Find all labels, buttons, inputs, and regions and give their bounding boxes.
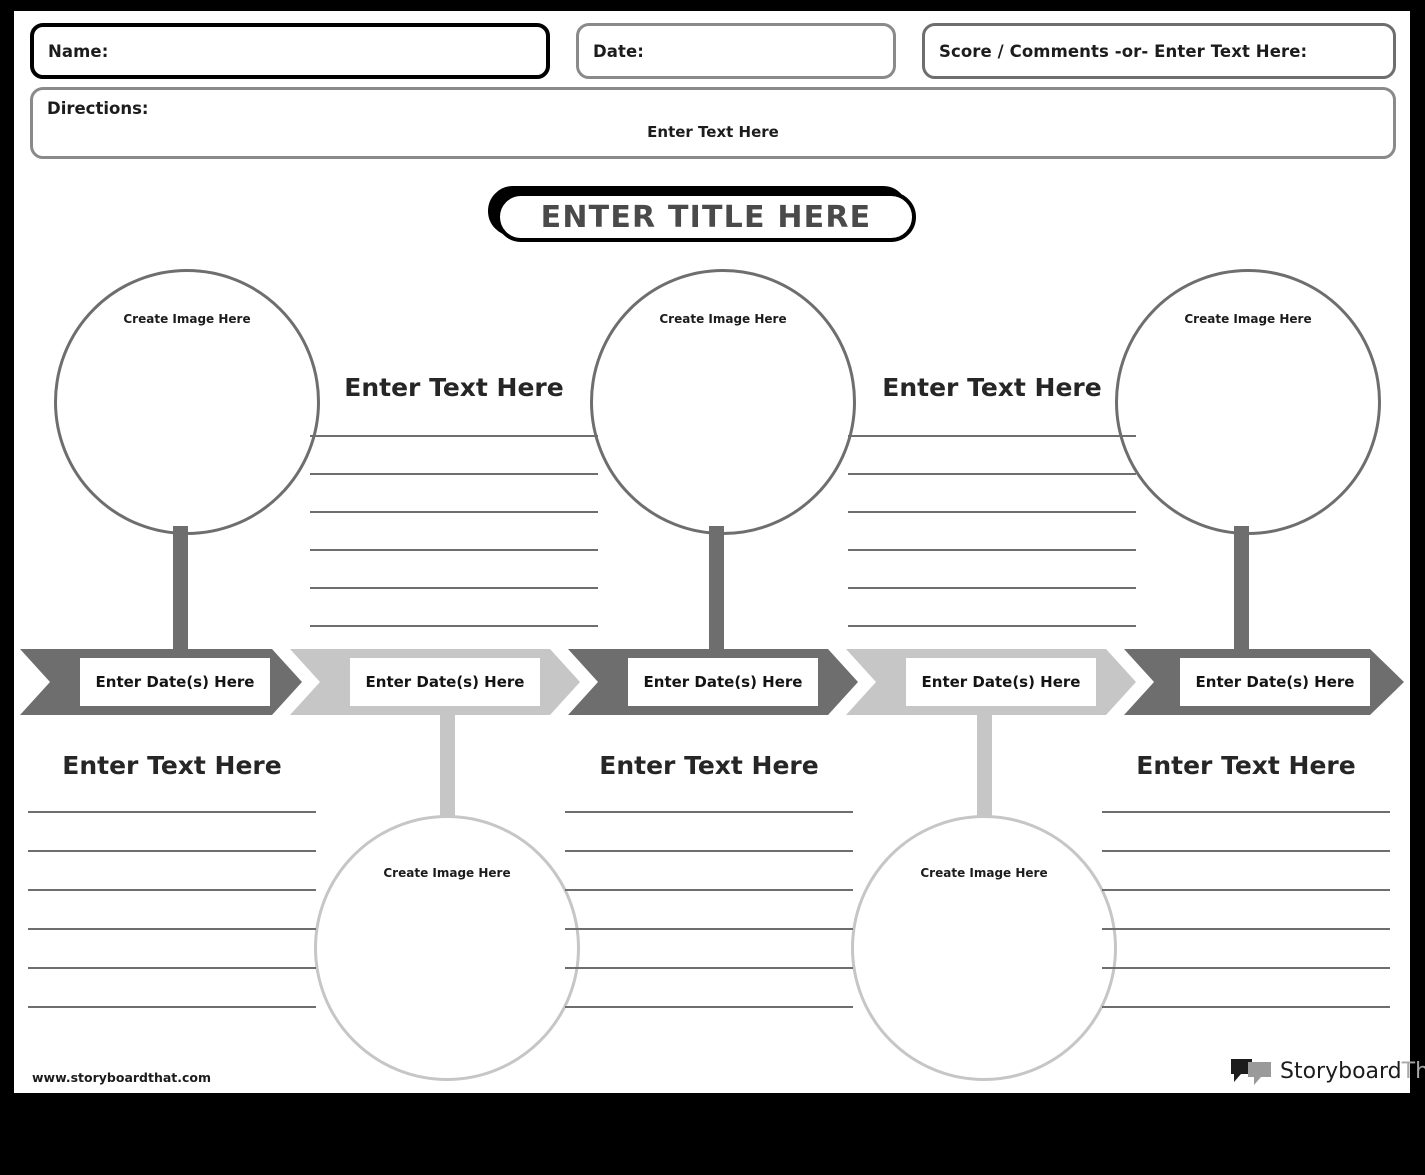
top-circle-2-label: Create Image Here xyxy=(659,312,787,326)
rule-line xyxy=(28,967,316,969)
rule-line xyxy=(1102,928,1390,930)
rule-line xyxy=(310,473,598,475)
timeline-date-box-1[interactable]: Enter Date(s) Here xyxy=(80,658,270,706)
rule-line xyxy=(1102,967,1390,969)
rule-line xyxy=(28,889,316,891)
timeline-date-label-1: Enter Date(s) Here xyxy=(95,673,255,691)
top-text-lines-1[interactable] xyxy=(310,435,598,635)
rule-line xyxy=(1102,850,1390,852)
rule-line xyxy=(310,511,598,513)
timeline-date-label-3: Enter Date(s) Here xyxy=(643,673,803,691)
score-comments-field[interactable]: Score / Comments -or- Enter Text Here: xyxy=(922,23,1396,79)
bottom-circle-1-label: Create Image Here xyxy=(383,866,511,880)
bottom-text-lines-3[interactable] xyxy=(1102,811,1390,1011)
title-box[interactable]: ENTER TITLE HERE xyxy=(496,192,916,242)
rule-line xyxy=(848,587,1136,589)
title-banner[interactable]: ENTER TITLE HERE xyxy=(488,186,920,242)
header-fields: Name: Date: Score / Comments -or- Enter … xyxy=(30,23,1396,79)
timeline-date-box-4[interactable]: Enter Date(s) Here xyxy=(906,658,1096,706)
bottom-stem-2 xyxy=(977,711,992,831)
timeline-date-label-5: Enter Date(s) Here xyxy=(1195,673,1355,691)
top-text-heading-1[interactable]: Enter Text Here xyxy=(344,373,564,402)
name-field[interactable]: Name: xyxy=(30,23,550,79)
bottom-circle-2[interactable]: Create Image Here xyxy=(851,815,1117,1081)
page-title: ENTER TITLE HERE xyxy=(540,199,872,235)
rule-line xyxy=(848,625,1136,627)
rule-line xyxy=(310,587,598,589)
top-circle-2[interactable]: Create Image Here xyxy=(590,269,856,535)
rule-line xyxy=(848,473,1136,475)
top-stem-2 xyxy=(709,526,724,654)
logo-text: StoryboardThat xyxy=(1280,1059,1425,1084)
bottom-text-lines-1[interactable] xyxy=(28,811,316,1011)
bottom-text-heading-1[interactable]: Enter Text Here xyxy=(62,751,282,780)
top-text-lines-2[interactable] xyxy=(848,435,1136,635)
rule-line xyxy=(28,811,316,813)
bottom-text-heading-3[interactable]: Enter Text Here xyxy=(1136,751,1356,780)
rule-line xyxy=(1102,889,1390,891)
timeline-date-box-3[interactable]: Enter Date(s) Here xyxy=(628,658,818,706)
directions-field[interactable]: Directions: Enter Text Here xyxy=(30,87,1396,159)
top-stem-1 xyxy=(173,526,188,654)
rule-line xyxy=(28,928,316,930)
timeline-date-box-5[interactable]: Enter Date(s) Here xyxy=(1180,658,1370,706)
rule-line xyxy=(310,435,598,437)
rule-line xyxy=(565,1006,853,1008)
rule-line xyxy=(28,850,316,852)
date-label: Date: xyxy=(593,41,645,61)
bottom-text-heading-2[interactable]: Enter Text Here xyxy=(599,751,819,780)
rule-line xyxy=(848,511,1136,513)
top-circle-1[interactable]: Create Image Here xyxy=(54,269,320,535)
rule-line xyxy=(1102,1006,1390,1008)
rule-line xyxy=(565,928,853,930)
bottom-text-lines-2[interactable] xyxy=(565,811,853,1011)
bottom-stem-1 xyxy=(440,711,455,831)
top-stem-3 xyxy=(1234,526,1249,654)
logo-secondary: That xyxy=(1401,1059,1425,1084)
rule-line xyxy=(1102,811,1390,813)
site-url: www.storyboardthat.com xyxy=(32,1070,212,1085)
speech-bubbles-icon xyxy=(1231,1059,1271,1085)
storyboardthat-logo: StoryboardThat xyxy=(1230,1057,1425,1089)
top-circle-3-label: Create Image Here xyxy=(1184,312,1312,326)
rule-line xyxy=(310,549,598,551)
name-label: Name: xyxy=(48,41,109,61)
logo-primary: Storyboard xyxy=(1280,1059,1402,1084)
top-text-heading-2[interactable]: Enter Text Here xyxy=(882,373,1102,402)
directions-value[interactable]: Enter Text Here xyxy=(647,123,779,141)
rule-line xyxy=(565,889,853,891)
rule-line xyxy=(565,967,853,969)
rule-line xyxy=(565,850,853,852)
top-circle-1-label: Create Image Here xyxy=(123,312,251,326)
timeline-date-label-2: Enter Date(s) Here xyxy=(365,673,525,691)
rule-line xyxy=(848,549,1136,551)
timeline-date-label-4: Enter Date(s) Here xyxy=(921,673,1081,691)
directions-label: Directions: xyxy=(47,99,149,118)
top-circle-3[interactable]: Create Image Here xyxy=(1115,269,1381,535)
rule-line xyxy=(310,625,598,627)
rule-line xyxy=(565,811,853,813)
bottom-circle-1[interactable]: Create Image Here xyxy=(314,815,580,1081)
timeline-date-box-2[interactable]: Enter Date(s) Here xyxy=(350,658,540,706)
rule-line xyxy=(28,1006,316,1008)
rule-line xyxy=(848,435,1136,437)
worksheet-page: Name: Date: Score / Comments -or- Enter … xyxy=(14,11,1425,1093)
date-field[interactable]: Date: xyxy=(576,23,896,79)
bottom-circle-2-label: Create Image Here xyxy=(920,866,1048,880)
timeline-arrow-bar: Enter Date(s) Here Enter Date(s) Here En… xyxy=(20,649,1404,715)
score-comments-label: Score / Comments -or- Enter Text Here: xyxy=(939,41,1308,61)
